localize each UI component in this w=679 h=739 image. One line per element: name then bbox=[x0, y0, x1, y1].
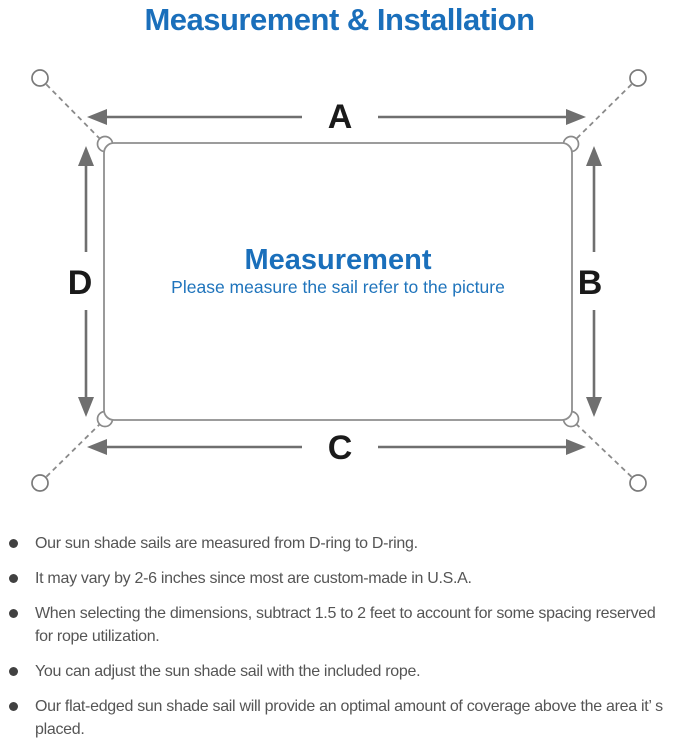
dimension-label-a: A bbox=[328, 98, 353, 136]
page-title: Measurement & Installation bbox=[144, 2, 535, 37]
arrowhead-left-icon bbox=[87, 109, 107, 125]
bullet-icon bbox=[9, 702, 18, 711]
tension-line-bottom-left bbox=[39, 419, 105, 484]
note-text: Our flat-edged sun shade sail will provi… bbox=[35, 698, 663, 738]
tension-line-bottom-right bbox=[571, 419, 639, 484]
dimension-label-b: B bbox=[578, 264, 603, 302]
list-item: Our flat-edged sun shade sail will provi… bbox=[9, 695, 671, 739]
measurement-diagram: A B C D Measurement Please measure the s… bbox=[31, 69, 647, 492]
list-item: When selecting the dimensions, subtract … bbox=[9, 602, 671, 648]
note-text: It may vary by 2-6 inches since most are… bbox=[35, 570, 472, 587]
list-item: You can adjust the sun shade sail with t… bbox=[9, 660, 671, 683]
arrowhead-up-icon bbox=[586, 146, 602, 166]
bullet-icon bbox=[9, 574, 18, 583]
diagram-center-subtitle: Please measure the sail refer to the pic… bbox=[171, 277, 505, 297]
arrowhead-right-icon bbox=[566, 439, 586, 455]
dimension-label-c: C bbox=[328, 429, 353, 467]
bullet-icon bbox=[9, 667, 18, 676]
arrowhead-up-icon bbox=[78, 146, 94, 166]
measurement-notes-list: Our sun shade sails are measured from D-… bbox=[9, 532, 671, 739]
tension-lines bbox=[39, 77, 639, 484]
diagram-center-title: Measurement bbox=[245, 244, 432, 276]
note-text: When selecting the dimensions, subtract … bbox=[35, 605, 656, 645]
list-item: Our sun shade sails are measured from D-… bbox=[9, 532, 671, 555]
bullet-icon bbox=[9, 539, 18, 548]
dimension-arrow-b bbox=[586, 146, 602, 417]
anchor-ring-icon-bottom-right bbox=[629, 474, 647, 492]
dimension-arrow-a bbox=[87, 109, 586, 125]
note-text: Our sun shade sails are measured from D-… bbox=[35, 535, 418, 552]
bullet-icon bbox=[9, 609, 18, 618]
list-item: It may vary by 2-6 inches since most are… bbox=[9, 567, 671, 590]
arrowhead-down-icon bbox=[78, 397, 94, 417]
dimension-arrow-c bbox=[87, 439, 586, 455]
anchor-ring-icon-top-right bbox=[629, 69, 647, 87]
anchor-ring-icon-top-left bbox=[31, 69, 49, 87]
dimension-arrow-d bbox=[78, 146, 94, 417]
note-text: You can adjust the sun shade sail with t… bbox=[35, 663, 421, 680]
shade-sail-outline bbox=[103, 142, 573, 421]
arrowhead-left-icon bbox=[87, 439, 107, 455]
arrowhead-right-icon bbox=[566, 109, 586, 125]
tension-line-top-right bbox=[571, 77, 639, 144]
arrowhead-down-icon bbox=[586, 397, 602, 417]
anchor-ring-icon-bottom-left bbox=[31, 474, 49, 492]
tension-line-top-left bbox=[39, 77, 105, 144]
dimension-label-d: D bbox=[68, 264, 93, 302]
anchor-points bbox=[31, 69, 647, 492]
